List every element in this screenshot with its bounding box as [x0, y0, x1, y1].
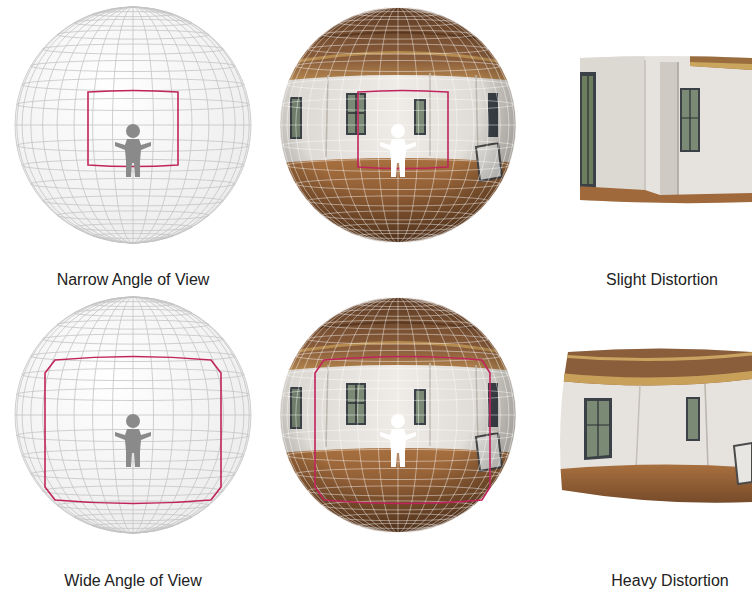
view-frame — [45, 357, 221, 504]
sphere-grid — [15, 297, 251, 533]
room-panorama — [278, 295, 518, 535]
sphere-grid — [280, 7, 516, 243]
viewer-figure — [380, 414, 416, 467]
room-panorama — [278, 5, 518, 245]
heavy-crop-image — [550, 340, 752, 510]
viewer-figure — [115, 414, 151, 467]
sphere-body — [15, 297, 251, 533]
viewer-figure — [380, 124, 416, 177]
caption-label: Narrow Angle of View — [57, 270, 210, 290]
textured-sphere — [278, 5, 518, 245]
caption-label: Slight Distortion — [606, 270, 718, 290]
wireframe-sphere — [15, 7, 251, 243]
sphere-body — [15, 7, 251, 243]
wireframe-sphere — [15, 297, 251, 533]
view-frame — [315, 357, 490, 504]
textured-sphere — [278, 295, 518, 535]
sphere-shading — [280, 7, 516, 243]
sphere-grid — [280, 297, 516, 533]
viewer-figure — [115, 124, 151, 177]
sphere-grid — [15, 7, 251, 243]
caption-label: Heavy Distortion — [611, 571, 728, 591]
caption-label: Wide Angle of View — [64, 571, 202, 591]
sphere-shading — [280, 297, 516, 533]
slight-crop-image — [575, 50, 752, 210]
